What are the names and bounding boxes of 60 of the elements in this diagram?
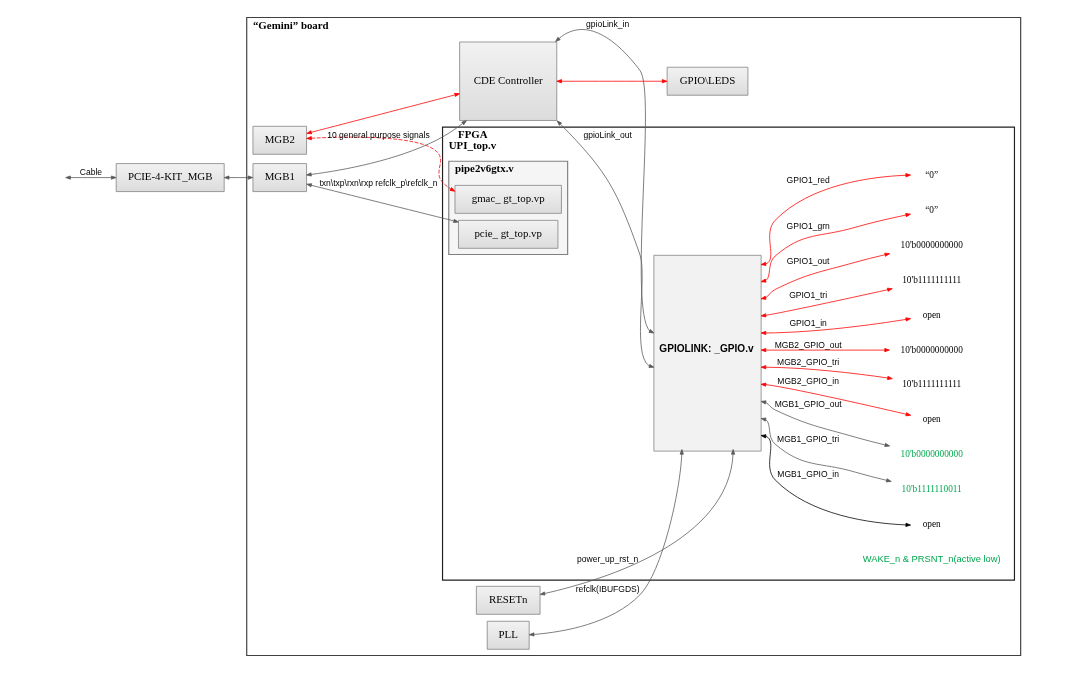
node-box: pcie_ gt_top.vp <box>457 219 558 249</box>
node-box: MGB1 <box>252 163 307 192</box>
node-text: 10'b1111110011 <box>901 484 962 495</box>
edge-label: GPIO1_in <box>788 317 827 328</box>
arrow <box>528 449 684 637</box>
node-box: gmac_ gt_top.vp <box>454 184 562 214</box>
edge-label: GPIO1_tri <box>788 289 827 300</box>
node-box: MGB2 <box>252 125 307 155</box>
edge-label: MGB1_GPIO_in <box>776 469 839 480</box>
arrow <box>760 365 893 380</box>
arrow <box>305 92 460 135</box>
edge-label: txn\txp\rxn\rxp refclk_p\refclk_n <box>318 177 437 188</box>
node-text: open <box>922 414 941 425</box>
node-text: 10'b1111111111 <box>901 274 961 285</box>
edge-label: MGB1_GPIO_tri <box>776 433 839 444</box>
edge-label: power_up_rst_n <box>576 554 638 565</box>
node-box: GPIO\LEDS <box>666 66 748 96</box>
arrow <box>554 29 654 334</box>
label: WAKE_n & PRSNT_n(active low) <box>862 554 1001 565</box>
arrow <box>760 417 892 483</box>
node-text: “0” <box>924 204 938 215</box>
arrow <box>760 213 911 283</box>
arrow <box>539 449 735 596</box>
edge-label: refclk(IBUFGDS) <box>575 584 640 595</box>
edge-label: GPIO1_out <box>786 256 829 267</box>
arrow <box>760 400 890 447</box>
edge-label: gpioLink_out <box>582 129 632 140</box>
node-text: 10'b1111111111 <box>901 379 961 390</box>
arrow <box>760 252 890 300</box>
node-text: 10'b0000000000 <box>900 344 963 355</box>
node-box: PLL <box>486 620 530 650</box>
arrow <box>555 79 667 84</box>
edge-label: GPIO1_red <box>786 174 830 185</box>
node-box: CDE Controller <box>458 41 557 121</box>
node-text: “0” <box>924 169 938 180</box>
arrow <box>760 434 911 527</box>
edge-label: Cable <box>79 167 102 178</box>
arrow <box>64 175 116 180</box>
node-box: PCIE-4-KIT_MGB <box>115 163 225 192</box>
node-text: 10'b0000000000 <box>900 239 963 250</box>
arrow <box>760 382 911 417</box>
arrow <box>305 120 467 177</box>
edge-label: gpioLink_in <box>585 19 629 30</box>
node-text: open <box>922 519 941 530</box>
node-box: RESETn <box>475 585 540 615</box>
arrow <box>760 287 893 318</box>
arrow <box>223 175 253 180</box>
arrow <box>760 173 911 266</box>
edge-label: MGB2_GPIO_in <box>776 376 839 387</box>
arrow <box>305 183 459 223</box>
arrow <box>305 136 455 192</box>
edge-label: MGB1_GPIO_out <box>774 399 842 410</box>
arrow <box>556 120 654 368</box>
node-text: open <box>922 309 941 320</box>
arrow <box>760 348 890 353</box>
arrow <box>760 317 911 335</box>
node-text: 10'b0000000000 <box>900 449 963 460</box>
edge-label: MGB2_GPIO_out <box>774 339 842 350</box>
edge-label: MGB2_GPIO_tri <box>776 357 839 368</box>
edge-label: GPIO1_grn <box>786 220 830 231</box>
